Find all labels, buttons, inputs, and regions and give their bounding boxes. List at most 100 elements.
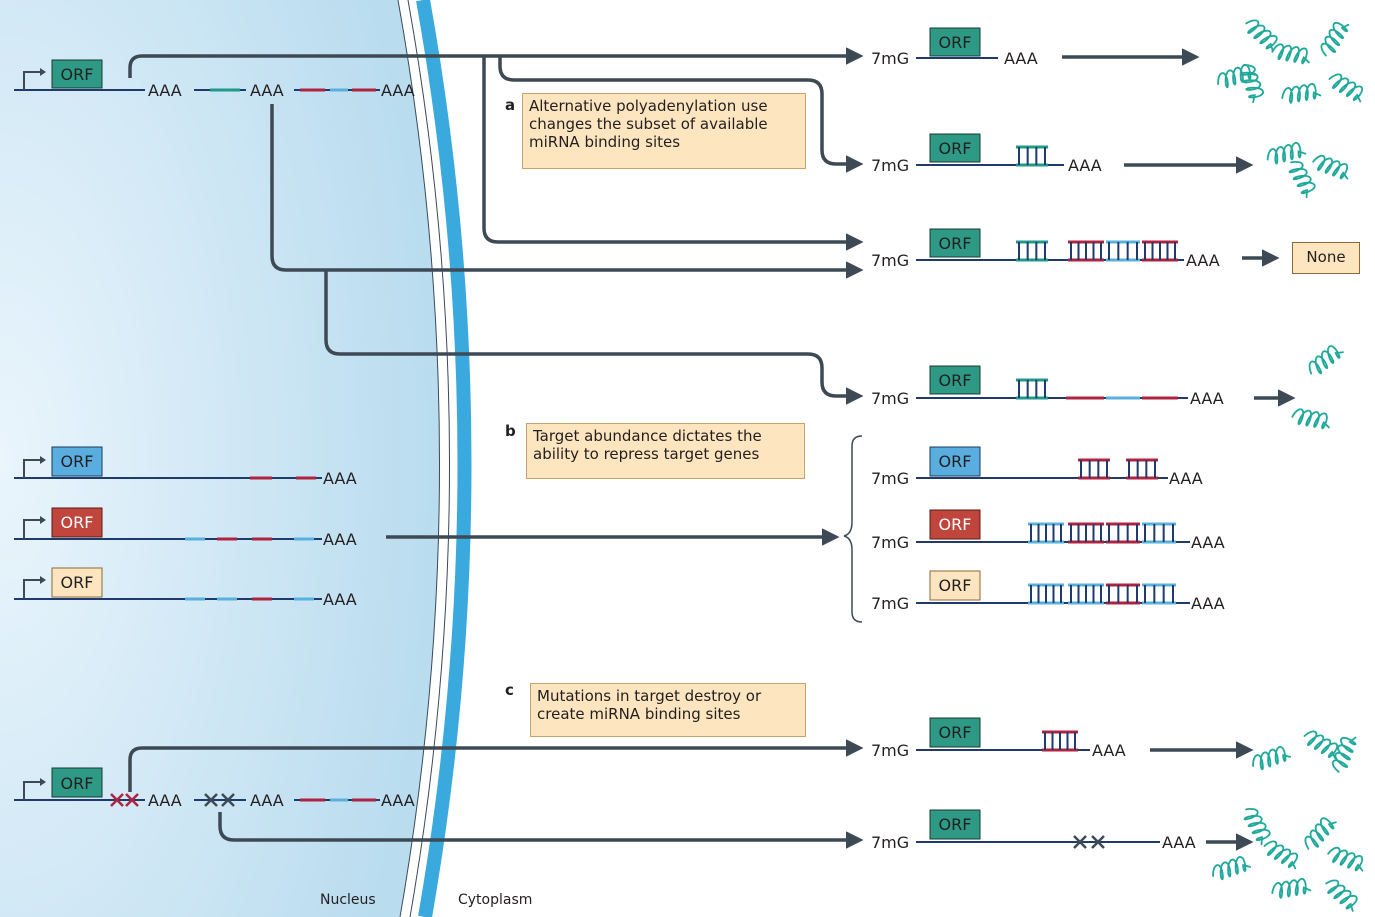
cap-label: 7mG: [871, 389, 909, 408]
polya-label: AAA: [323, 469, 357, 488]
protein-squiggle: [1266, 141, 1307, 165]
no-protein-box: None: [1292, 242, 1360, 274]
mirna-binding-site: [1068, 522, 1104, 544]
polya-label: AAA: [381, 791, 415, 810]
mirna-binding-site: [1028, 522, 1064, 544]
polya-label: AAA: [148, 791, 182, 810]
orf-label: ORF: [939, 815, 972, 834]
orf-label: ORF: [61, 65, 94, 84]
mirna-binding-site: [1126, 458, 1158, 480]
cap-label: 7mG: [871, 533, 909, 552]
orf-label: ORF: [939, 139, 972, 158]
protein-squiggle: [1252, 746, 1292, 771]
protein-squiggle: [1217, 64, 1257, 89]
protein-squiggle: [1271, 43, 1310, 65]
cap-label: 7mG: [871, 594, 909, 613]
polya-label: AAA: [323, 530, 357, 549]
mirna-binding-site: [1142, 583, 1176, 605]
cap-label: 7mG: [871, 833, 909, 852]
nuclear-polya-labels: AAA AAA AAA AAA AAA AAA AAA AAA AAA: [148, 81, 415, 810]
mirna-binding-site: [1142, 240, 1178, 262]
cap-labels: 7mG 7mG 7mG 7mG 7mG 7mG 7mG 7mG 7mG: [871, 49, 909, 852]
mutation-x-grey: [204, 793, 235, 807]
protein-squiggle: [1304, 817, 1337, 850]
orf-label: ORF: [939, 576, 972, 595]
group-brace: [843, 435, 863, 623]
export-arrows: [128, 47, 1296, 851]
polya-label: AAA: [1068, 156, 1102, 175]
panel-letter-a: a: [505, 96, 516, 114]
protein-squiggle: [1320, 22, 1350, 57]
cytoplasmic-transcripts: [916, 27, 1190, 849]
mirna-binding-site: [1106, 522, 1140, 544]
protein-squiggle: [1325, 879, 1358, 912]
protein-squiggle: [1303, 730, 1338, 760]
protein-squiggle: [1327, 846, 1364, 872]
mirna-binding-site: [1106, 583, 1140, 605]
protein-squiggle: [1312, 154, 1349, 180]
orf-label: ORF: [939, 515, 972, 534]
polya-label: AAA: [250, 791, 284, 810]
panel-letter-c: c: [505, 681, 514, 699]
orf-label: ORF: [61, 573, 94, 592]
polya-label: AAA: [1186, 251, 1220, 270]
polya-label: AAA: [1169, 469, 1203, 488]
protein-squiggle: [1328, 73, 1363, 103]
protein-squiggle: [1308, 345, 1344, 375]
mirna-binding-site: [1016, 145, 1048, 167]
cytoplasm-label: Cytoplasm: [458, 892, 533, 908]
mirna-binding-sites: [1016, 145, 1178, 752]
panel-letter-b: b: [505, 422, 516, 440]
polya-label: AAA: [250, 81, 284, 100]
protein-squiggle: [1281, 82, 1322, 104]
gene-2: [14, 446, 322, 480]
callout-a: Alternative polyadenylation use changes …: [522, 93, 806, 169]
protein-squiggle: [1271, 877, 1312, 899]
protein-squiggle: [1291, 408, 1330, 430]
orf-label: ORF: [61, 513, 94, 532]
cap-label: 7mG: [871, 741, 909, 760]
mirna-binding-site: [1078, 458, 1110, 480]
mirna-binding-site: [1106, 240, 1140, 262]
gene-5: [14, 767, 380, 807]
orf-label: ORF: [939, 33, 972, 52]
polya-label: AAA: [1190, 389, 1224, 408]
mirna-binding-site: [1068, 583, 1104, 605]
mirna-binding-site: [1068, 240, 1104, 262]
nuclear-transcripts: [14, 59, 380, 807]
nucleus-region: [0, 0, 472, 917]
polya-label: AAA: [1191, 533, 1225, 552]
mutation-x-grey: [1073, 835, 1105, 849]
mutation-x-red: [110, 793, 139, 807]
orf-label: ORF: [61, 774, 94, 793]
protein-output: [1212, 19, 1364, 912]
polya-label: AAA: [1191, 594, 1225, 613]
orf-label: ORF: [939, 452, 972, 471]
orf-label: ORF: [939, 234, 972, 253]
protein-squiggle: [1212, 856, 1252, 881]
gene-1: [14, 59, 380, 92]
mirna-binding-site: [1016, 378, 1048, 400]
protein-squiggle: [1288, 160, 1316, 199]
protein-squiggle: [1243, 807, 1271, 846]
mirna-binding-site: [1142, 522, 1176, 544]
mirna-binding-site: [1028, 583, 1064, 605]
polya-label: AAA: [1162, 833, 1196, 852]
polya-label: AAA: [1004, 49, 1038, 68]
protein-squiggle: [1331, 736, 1357, 773]
callout-c: Mutations in target destroy or create mi…: [530, 683, 806, 737]
nucleus-label: Nucleus: [320, 892, 376, 908]
cap-label: 7mG: [871, 49, 909, 68]
polya-label: AAA: [323, 590, 357, 609]
orf-label: ORF: [61, 452, 94, 471]
protein-squiggle: [1239, 64, 1264, 104]
polya-label: AAA: [381, 81, 415, 100]
cap-label: 7mG: [871, 156, 909, 175]
nuclear-orf-labels: ORF ORF ORF ORF ORF: [61, 65, 94, 793]
polya-label: AAA: [148, 81, 182, 100]
gene-3: [14, 507, 322, 541]
orf-label: ORF: [939, 371, 972, 390]
protein-squiggle: [1245, 19, 1278, 52]
orf-label: ORF: [939, 723, 972, 742]
